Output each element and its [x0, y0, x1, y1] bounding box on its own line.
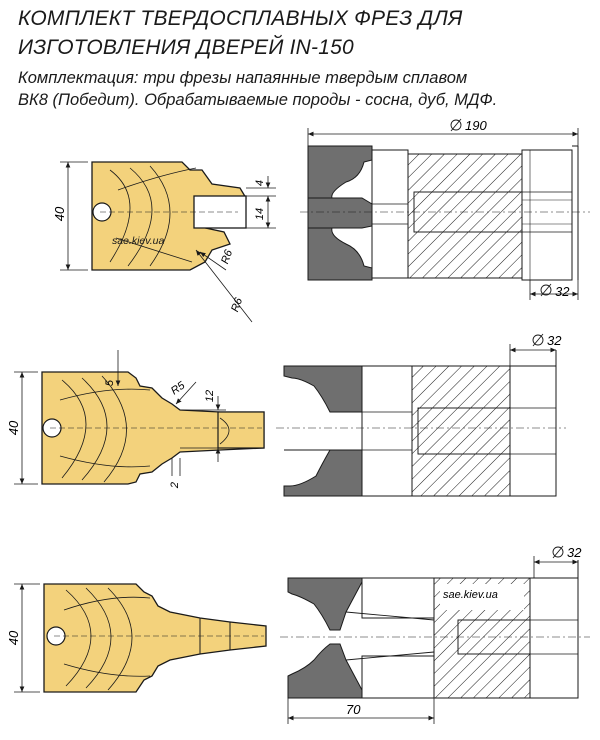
c1-dia-bore: 32	[540, 283, 570, 299]
c3-length-label: 70	[346, 702, 361, 717]
c1-dim-b-label: 14	[254, 208, 266, 220]
cutter-3-dimensions	[14, 583, 40, 693]
cutter-1-dimensions	[60, 161, 276, 323]
c3-height-label: 40	[6, 630, 21, 645]
c3-dia-bore-label: 32	[567, 545, 582, 560]
cutter-3-profile	[43, 583, 267, 693]
c2-dim-b-label: 12	[204, 390, 216, 402]
cutter-1-diameters	[307, 128, 579, 300]
watermark-1: sae.kiev.ua	[112, 235, 164, 247]
c2-height-label: 40	[6, 420, 21, 435]
c1-dia-bore-label: 32	[555, 284, 570, 299]
c2-dia-bore-label: 32	[547, 333, 562, 348]
c2-radius-label: R5	[169, 379, 188, 397]
c1-height-label: 40	[52, 206, 67, 221]
cutter-2-profile	[41, 371, 265, 485]
description-line-1: Комплектация: три фрезы напаянные тверды…	[18, 69, 468, 87]
c1-dim-a-label: 4	[254, 180, 266, 186]
cutter-3-section: sae.kiev.ua	[280, 560, 590, 699]
cutter-1: sae.kiev.ua 40 4 14 R6 R6	[52, 118, 590, 323]
cutter-3-diameters	[287, 556, 578, 724]
c1-dia-outer-label: 190	[465, 118, 487, 133]
page-title-line-1: КОМПЛЕКТ ТВЕРДОСПЛАВНЫХ ФРЕЗ ДЛЯ	[18, 7, 463, 30]
cutter-1-section	[300, 145, 590, 281]
cutter-3: 40 sae.kiev.ua	[6, 545, 590, 724]
cutter-2: 40 5 R5 12 2 32	[6, 333, 566, 497]
page-title-line-2: ИЗГОТОВЛЕНИЯ ДВЕРЕЙ IN-150	[18, 36, 354, 59]
cutter-1-profile: sae.kiev.ua	[91, 161, 247, 271]
c2-dim-c-label: 2	[169, 482, 181, 489]
c1-radius-outer-label: R6	[229, 295, 245, 313]
cutter-2-dimensions	[14, 350, 226, 485]
watermark-3: sae.kiev.ua	[443, 589, 498, 601]
c2-dia-bore: 32	[532, 333, 562, 348]
c2-dim-a-label: 5	[104, 379, 116, 386]
cutter-2-diameters	[509, 344, 556, 366]
cutter-2-section	[276, 350, 566, 497]
c1-radius-inner-label: R6	[219, 247, 235, 265]
c1-dia-outer: 190	[450, 118, 487, 133]
c3-dia-bore: 32	[552, 545, 582, 560]
description-line-2: ВК8 (Победит). Обрабатываемые породы - с…	[18, 91, 498, 109]
